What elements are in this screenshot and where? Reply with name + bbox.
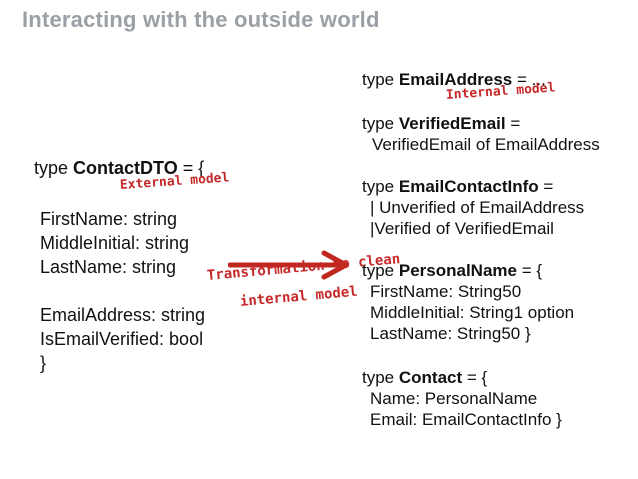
type-contact: type Contact = { Name: PersonalName Emai… [362, 368, 562, 429]
type-name: PersonalName [398, 261, 517, 280]
field-line: LastName: string [40, 257, 177, 277]
type-personal-name: type PersonalName = { FirstName: String5… [362, 261, 575, 343]
type-keyword: type [34, 158, 74, 178]
field-line: FirstName: string [40, 209, 178, 229]
contact-dto-fields: FirstName: string MiddleInitial: string … [40, 207, 205, 375]
type-verified-email: type VerifiedEmail = VerifiedEmail of Em… [362, 114, 600, 154]
field-line: MiddleInitial: string [40, 233, 190, 253]
transformation-arrow-icon [228, 250, 349, 280]
type-email-address: type EmailAddress = ... [362, 70, 546, 89]
type-email-contact-info: type EmailContactInfo = | Unverified of … [362, 177, 585, 238]
contact-dto-header: type ContactDTO = { [34, 156, 204, 180]
transformation-annotation-line2: internal model [239, 283, 359, 310]
type-name: VerifiedEmail [398, 114, 506, 133]
type-name: ContactDTO [73, 158, 178, 178]
field-line: EmailAddress: string [40, 305, 206, 325]
slide-title: Interacting with the outside world [22, 7, 380, 32]
type-name: EmailAddress [398, 70, 513, 89]
type-suffix: = { [177, 158, 205, 178]
type-name: EmailContactInfo [398, 177, 539, 196]
field-line: IsEmailVerified: bool [40, 329, 204, 349]
type-name: Contact [398, 368, 463, 387]
field-line [40, 279, 205, 303]
field-line: } [40, 353, 47, 373]
